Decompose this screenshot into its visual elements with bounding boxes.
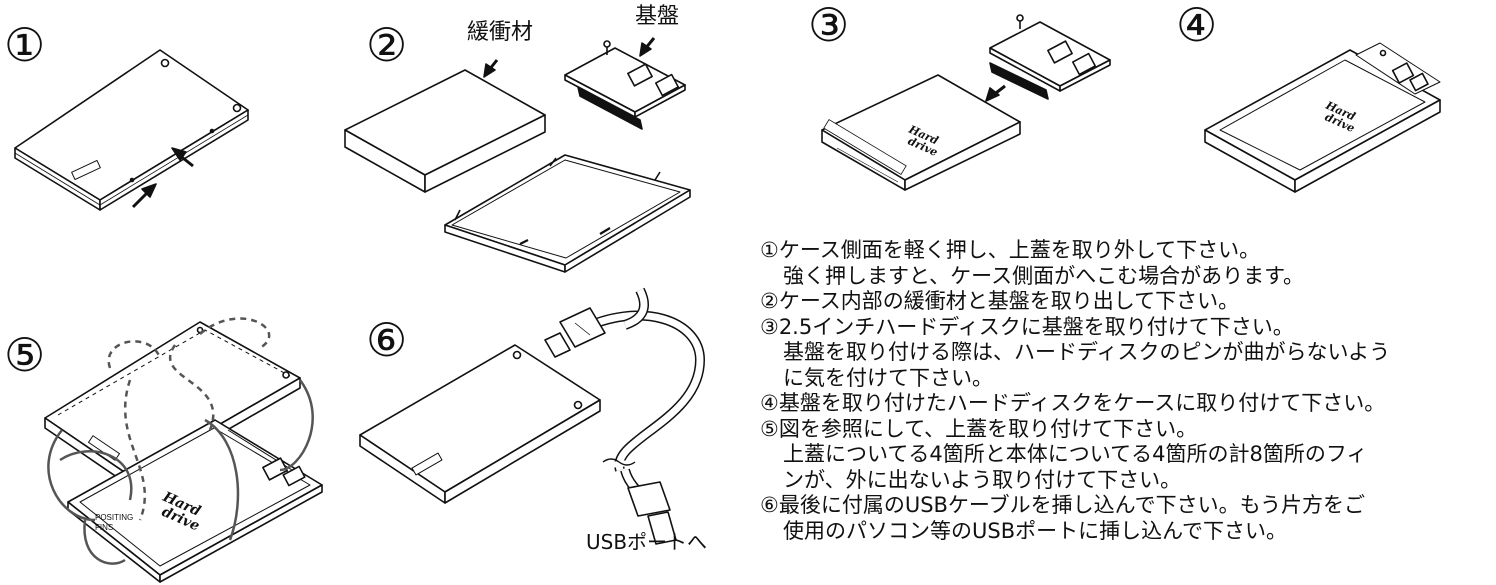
instruction-line: 使用のパソコン等のUSBポートに挿し込んで下さい。	[783, 518, 1288, 543]
cushion-label: 緩衝材	[467, 20, 534, 45]
step4-assembly	[1204, 42, 1441, 193]
instruction-line: ③2.5インチハードディスクに基盤を取り付けて下さい。	[760, 314, 1294, 339]
step3-number: ③	[808, 0, 850, 52]
step1-number: ①	[4, 18, 46, 72]
step6-case	[359, 344, 601, 504]
step3-drive	[821, 74, 1021, 191]
step2-arrows	[483, 37, 656, 78]
step5-bottom-case	[67, 419, 323, 583]
instruction-line: ②ケース内部の緩衝材と基盤を取り出して下さい。	[760, 289, 1240, 313]
instruction-step6: ⑥最後に付属のUSBケーブルを挿し込んで下さい。もう片方をご 使用のパソコン等の…	[760, 493, 1490, 544]
instruction-line: 基盤を取り付ける際は、ハードディスクのピンが曲がらないよう	[783, 340, 1391, 364]
step2-number: ②	[366, 18, 408, 72]
instruction-line: ⑤図を参照にして、上蓋を取り付けて下さい。	[760, 416, 1198, 441]
board-label: 基盤	[635, 4, 680, 29]
instruction-line: に気を付けて下さい。	[783, 365, 993, 390]
instructions-list: ①ケース側面を軽く押し、上蓋を取り外して下さい。 強く押しますと、ケース側面がへ…	[760, 238, 1490, 544]
instruction-step4: ④基盤を取り付けたハードディスクをケースに取り付けて下さい。	[760, 391, 1490, 417]
step5-fin-guides	[47, 317, 314, 565]
step2-cushion	[344, 69, 546, 193]
step1-case	[14, 49, 249, 211]
step2-board	[564, 40, 686, 130]
step6-usb-plug-top	[544, 307, 606, 358]
step2-case-bottom	[444, 154, 691, 273]
instruction-line: ⑥最後に付属のUSBケーブルを挿し込んで下さい。もう片方をご	[760, 493, 1365, 517]
usb-port-label: USBポートへ	[586, 530, 708, 554]
instruction-line: 強く押しますと、ケース側面がへこむ場合があります。	[783, 263, 1305, 288]
instruction-line: ①ケース側面を軽く押し、上蓋を取り外して下さい。	[760, 238, 1261, 262]
step5-number: ⑤	[4, 328, 46, 382]
instruction-step2: ②ケース内部の緩衝材と基盤を取り出して下さい。	[760, 289, 1490, 315]
step6-usb-plug-bottom	[627, 481, 677, 545]
step6-number: ⑥	[366, 313, 408, 367]
step4-number: ④	[1176, 0, 1218, 52]
instruction-line: ④基盤を取り付けたハードディスクをケースに取り付けて下さい。	[760, 391, 1386, 415]
instruction-line: ンが、外に出ないよう取り付けて下さい。	[783, 467, 1182, 492]
step3-board	[985, 14, 1111, 102]
instruction-step3: ③2.5インチハードディスクに基盤を取り付けて下さい。 基盤を取り付ける際は、ハ…	[760, 315, 1490, 392]
instruction-step5: ⑤図を参照にして、上蓋を取り付けて下さい。 上蓋についてる4箇所と本体についてる…	[760, 417, 1490, 494]
instruction-line: 上蓋についてる4箇所と本体についてる4箇所の計8箇所のフィ	[783, 442, 1368, 466]
instruction-step1: ①ケース側面を軽く押し、上蓋を取り外して下さい。 強く押しますと、ケース側面がへ…	[760, 238, 1490, 289]
step1-press-arrows	[131, 147, 194, 209]
